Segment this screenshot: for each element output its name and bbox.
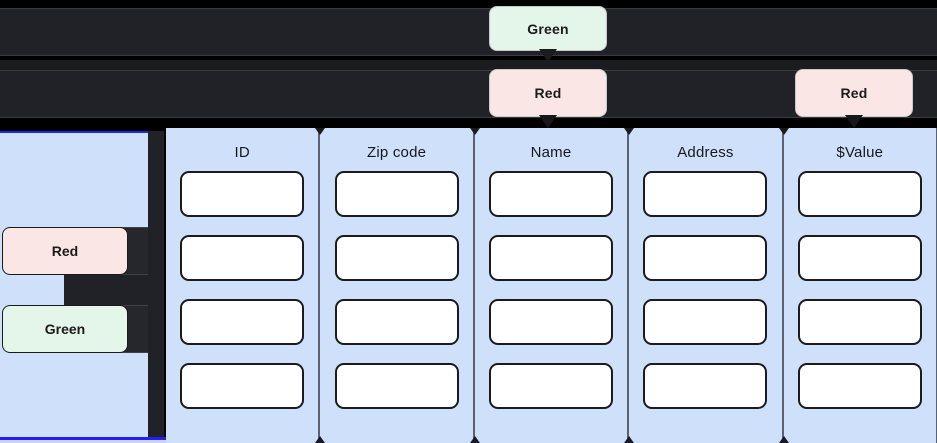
input-address-row-4[interactable] xyxy=(643,363,768,409)
input-address-row-2[interactable] xyxy=(643,235,768,281)
column-header-zip-code: Zip code xyxy=(367,144,427,161)
sidebar-chip-green[interactable]: Green xyxy=(2,305,128,353)
input-id-row-3[interactable] xyxy=(180,299,305,345)
input-value-row-1[interactable] xyxy=(797,171,922,217)
input-zip-code-row-1[interactable] xyxy=(334,171,459,217)
input-address-row-3[interactable] xyxy=(643,299,768,345)
input-name-row-2[interactable] xyxy=(489,235,614,281)
input-id-row-2[interactable] xyxy=(180,235,305,281)
callout-chip-red-right-label: Red xyxy=(840,85,868,101)
toolbar-band-edge xyxy=(0,121,937,128)
column-header-address: Address xyxy=(677,144,734,161)
sidebar-divider-strip xyxy=(148,131,164,439)
sidebar-bottom-accent xyxy=(0,437,166,440)
callout-chip-green-top-label: Green xyxy=(527,20,569,37)
input-value-row-3[interactable] xyxy=(797,299,922,345)
callout-chip-red-right[interactable]: Red xyxy=(795,69,913,128)
callout-tail-icon xyxy=(539,49,557,62)
sidebar-ghost-gap xyxy=(64,275,154,305)
sidebar-chip-red-label: Red xyxy=(51,243,79,259)
toolbar-band-upper xyxy=(0,8,937,56)
input-name-row-4[interactable] xyxy=(489,363,614,409)
input-name-row-1[interactable] xyxy=(489,171,614,217)
input-value-row-2[interactable] xyxy=(797,235,922,281)
column-zip-code: Zip code xyxy=(315,128,474,443)
column-address: Address xyxy=(624,128,783,443)
form-table: ID Zip code Name Addres xyxy=(166,128,937,443)
callout-tail-icon xyxy=(539,115,557,128)
toolbar-band-gap xyxy=(0,60,937,70)
sidebar-panel: Red Green xyxy=(0,131,154,439)
column-header-id: ID xyxy=(234,144,250,161)
callout-chip-red-middle-label: Red xyxy=(534,85,562,101)
column-name: Name xyxy=(469,128,629,443)
sidebar-chip-green-label: Green xyxy=(44,321,86,337)
input-id-row-1[interactable] xyxy=(180,171,305,217)
column-header-value: $Value xyxy=(836,144,884,161)
input-zip-code-row-3[interactable] xyxy=(334,299,459,345)
toolbar-band-lower xyxy=(0,70,937,118)
input-id-row-4[interactable] xyxy=(180,363,305,409)
callout-tail-icon xyxy=(845,115,863,128)
column-header-name: Name xyxy=(530,144,572,161)
content-area: Red Green ID Zip code xyxy=(0,128,937,443)
sidebar-chip-red[interactable]: Red xyxy=(2,227,128,275)
input-zip-code-row-2[interactable] xyxy=(334,235,459,281)
callout-chip-red-middle[interactable]: Red xyxy=(489,69,607,128)
input-address-row-1[interactable] xyxy=(643,171,768,217)
input-value-row-4[interactable] xyxy=(797,363,922,409)
column-value: $Value xyxy=(778,128,937,443)
column-id: ID xyxy=(166,128,320,443)
input-zip-code-row-4[interactable] xyxy=(334,363,459,409)
callout-chip-green-top[interactable]: Green xyxy=(489,6,607,62)
input-name-row-3[interactable] xyxy=(489,299,614,345)
